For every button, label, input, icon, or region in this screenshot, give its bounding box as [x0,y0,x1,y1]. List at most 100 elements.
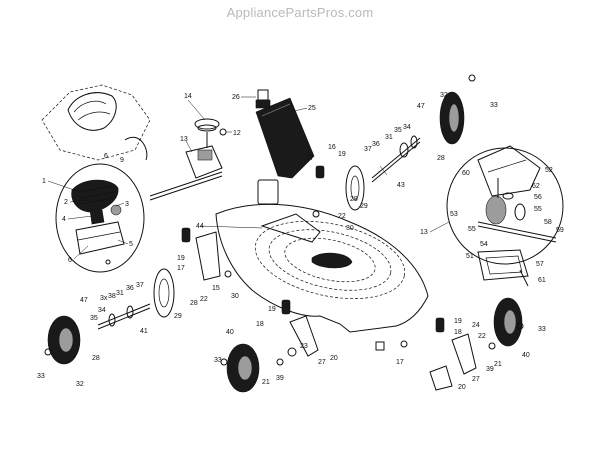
callout-55: 55 [534,206,542,213]
callout-36: 36 [372,141,380,148]
callout-53: 53 [450,211,458,218]
wheel-left [47,315,81,365]
small-hardware [44,74,524,366]
wheel-front-left [226,343,260,393]
grass-chute [255,89,315,179]
callout-22: 22 [338,213,346,220]
callout-59: 59 [556,227,564,234]
callout-51: 51 [466,253,474,260]
callout-4: 4 [62,216,66,223]
callout-16: 16 [328,144,336,151]
callout-39: 39 [276,375,284,382]
callout-29: 29 [360,203,368,210]
callout-33: 33 [37,373,45,380]
rear-wheel-top-right [439,91,465,145]
callout-17: 17 [177,265,185,272]
callout-58: 58 [544,219,552,226]
mower-deck [215,179,429,333]
height-adjuster-rear [181,227,221,281]
callout-33: 33 [214,357,222,364]
callout-19: 19 [268,306,276,313]
callout-37: 37 [364,146,372,153]
transmission-assembly [149,118,227,201]
callout-32: 32 [440,92,448,99]
callout-27: 27 [318,359,326,366]
callout-19: 19 [177,255,185,262]
callout-28: 28 [190,300,198,307]
callout-38: 38 [108,293,116,300]
callout-23: 23 [300,343,308,350]
callout-44: 44 [196,223,204,230]
callout-32: 32 [76,381,84,388]
callout-47: 47 [417,103,425,110]
callout-numbers: 1 2 3 4 5 6 6 9 14 12 13 26 25 16 19 17 … [37,92,564,391]
callout-54: 54 [480,241,488,248]
callout-3: 3 [125,201,129,208]
callout-1: 1 [42,178,46,185]
callout-33: 33 [490,102,498,109]
callout-57: 57 [536,261,544,268]
callout-52: 52 [545,167,553,174]
callout-35: 35 [394,127,402,134]
callout-28: 28 [437,155,445,162]
callout-47: 47 [80,297,88,304]
callout-20: 20 [330,355,338,362]
height-adjuster-front-right [429,317,496,391]
hubcap-disc-left [153,268,175,318]
callout-41: 41 [140,328,148,335]
callout-34: 34 [98,307,106,314]
callout-61: 61 [538,277,546,284]
callout-21: 21 [262,379,270,386]
callout-14: 14 [184,93,192,100]
hubcap-disc-top [345,165,365,211]
callout-37: 37 [136,282,144,289]
callout-21: 21 [494,361,502,368]
callout-60: 60 [462,170,470,177]
callout-5: 5 [129,241,133,248]
callout-28: 28 [92,355,100,362]
callout-18: 18 [454,329,462,336]
callout-62: 62 [532,183,540,190]
callout-31: 31 [385,134,393,141]
callout-6: 6 [68,257,72,264]
height-adjuster-front-left [281,299,319,357]
callout-12: 12 [233,130,241,137]
wheel-front-right [493,297,523,347]
watermark: AppliancePartsPros.com [226,5,374,20]
callout-30: 30 [346,225,354,232]
callout-33: 33 [538,326,546,333]
callout-3x: 3x [100,295,108,302]
engine-cover-inset [55,163,145,273]
callout-19: 19 [454,318,462,325]
callout-13: 13 [180,136,188,143]
callout-26: 26 [232,94,240,101]
handle-grip [41,84,151,161]
callout-20: 20 [458,384,466,391]
callout-55: 55 [468,226,476,233]
callout-43: 43 [397,182,405,189]
callout-40: 40 [226,329,234,336]
callout-29: 29 [174,313,182,320]
callout-36: 36 [126,285,134,292]
callout-2: 2 [64,199,68,206]
callout-40: 40 [522,352,530,359]
callout-56: 56 [534,194,542,201]
callout-17: 17 [396,359,404,366]
gearbox-inset [446,145,564,287]
callout-39: 39 [486,366,494,373]
callout-6: 6 [104,153,108,160]
callout-24: 24 [472,322,480,329]
callout-13: 13 [420,229,428,236]
axle-parts [97,135,421,330]
callout-28: 28 [350,196,358,203]
callout-27: 27 [472,376,480,383]
callout-15: 15 [212,285,220,292]
callout-35: 35 [90,315,98,322]
callout-31: 31 [116,290,124,297]
leader-lines [47,96,450,260]
callout-25: 25 [308,105,316,112]
callout-22: 22 [200,296,208,303]
callout-17: 17 [306,155,314,162]
